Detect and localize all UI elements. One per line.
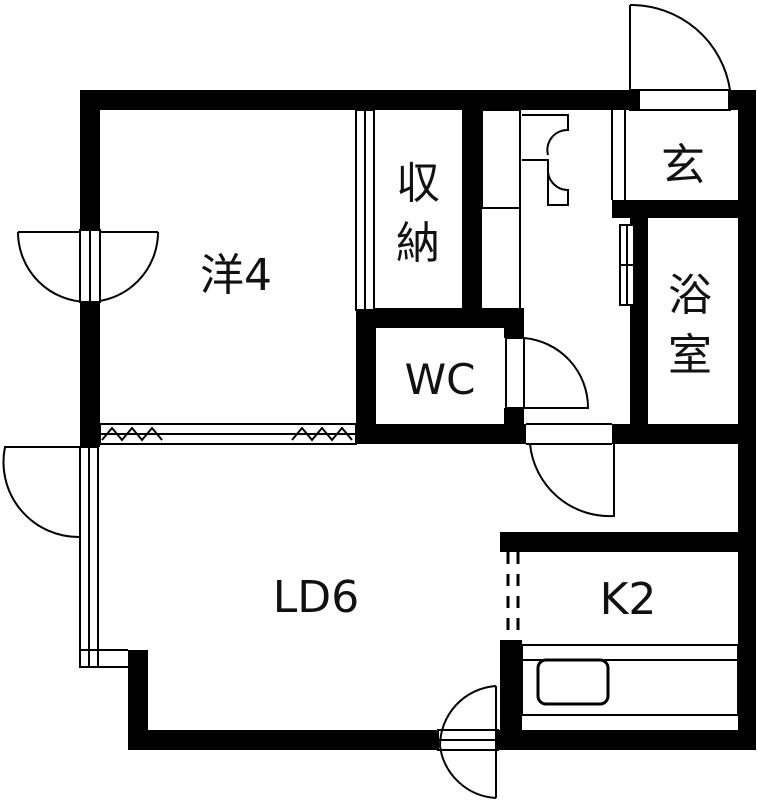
room-label-entrance: 玄 (661, 140, 705, 191)
thin-lines (2, 3, 739, 799)
room-label-bath-1: 浴 (668, 270, 712, 321)
room-label-kitchen: K2 (600, 574, 657, 625)
room-label-bath-2: 室 (668, 330, 712, 381)
room-label-western: 洋4 (200, 250, 272, 301)
room-label-living-dining: LD6 (273, 572, 359, 623)
room-label-wc: WC (405, 355, 476, 404)
room-label-storage-1: 収 (396, 158, 440, 209)
walls (80, 90, 756, 750)
room-label-storage-2: 納 (396, 218, 440, 269)
